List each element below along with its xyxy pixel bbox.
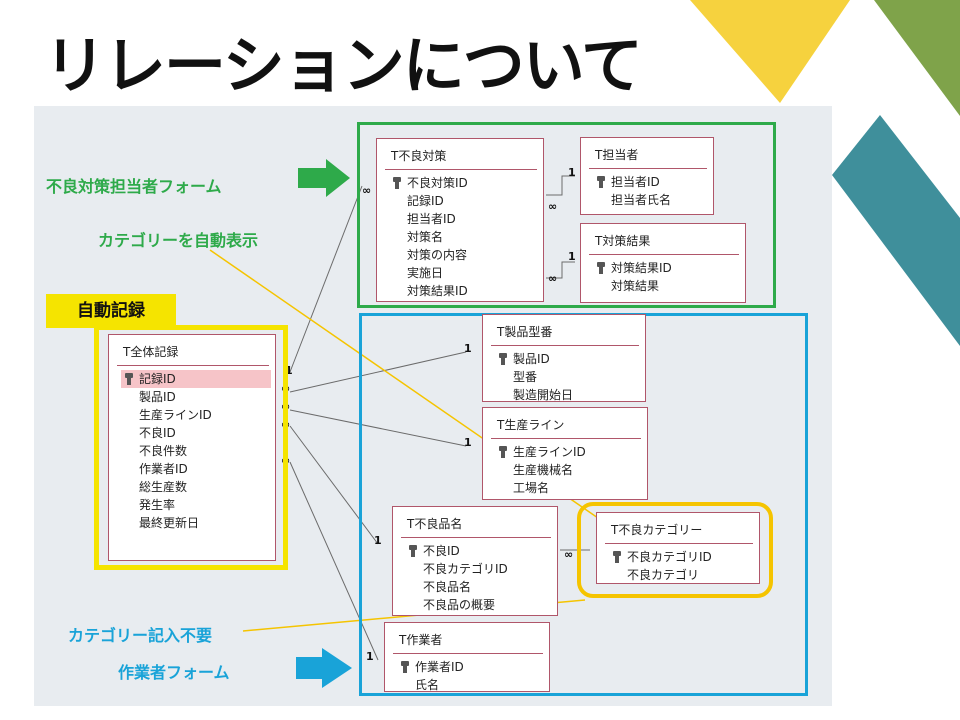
- field[interactable]: 総生産数: [139, 480, 188, 494]
- table-name: T対策結果: [595, 234, 651, 248]
- table-name: T担当者: [595, 148, 639, 162]
- primary-key-icon: [499, 446, 507, 458]
- field[interactable]: 型番: [513, 370, 538, 384]
- rel-product-line: [289, 351, 467, 393]
- rel-person-line: [546, 175, 575, 196]
- field[interactable]: 工場名: [513, 481, 550, 495]
- field[interactable]: 生産ラインID: [139, 408, 212, 422]
- primary-key-icon: [613, 551, 621, 563]
- field-measure-result-id[interactable]: 対策結果ID: [593, 259, 745, 277]
- primary-key-icon: [499, 353, 507, 365]
- table-all-record[interactable]: T全体記録 記録ID 製品ID 生産ラインID 不良ID 不良件数 作業者ID …: [108, 334, 276, 561]
- rel-defect-line: [289, 425, 379, 545]
- table-production-line[interactable]: T生産ライン 生産ラインID 生産機械名 工場名: [482, 407, 648, 500]
- field[interactable]: 不良カテゴリID: [423, 562, 508, 576]
- card-one-person: 1: [568, 166, 576, 179]
- teal-parallelogram-shape: [832, 115, 960, 346]
- field[interactable]: 不良品の概要: [423, 598, 496, 612]
- table-person[interactable]: T担当者 担当者ID 担当者氏名: [580, 137, 714, 215]
- field[interactable]: 生産機械名: [513, 463, 574, 477]
- form-worker-label: 作業者フォーム: [118, 663, 230, 682]
- field-person-id[interactable]: 担当者ID: [593, 173, 713, 191]
- card-one-product: 1: [464, 342, 472, 355]
- card-many-result: ∞: [548, 272, 558, 285]
- field[interactable]: 発生率: [139, 498, 176, 512]
- rel-line-line: [289, 409, 467, 447]
- corner-decoration: [690, 0, 960, 346]
- green-triangle-shape: [874, 0, 960, 116]
- field[interactable]: 対策の内容: [407, 248, 468, 262]
- rel-worker-line: [289, 461, 379, 661]
- table-product-model[interactable]: T製品型番 製品ID 型番 製造開始日: [482, 314, 646, 402]
- field-category-id[interactable]: 不良カテゴリID: [609, 548, 759, 566]
- table-measure-result[interactable]: T対策結果 対策結果ID 対策結果: [580, 223, 746, 303]
- card-one-worker: 1: [366, 650, 374, 663]
- yellow-record-frame: [94, 325, 288, 570]
- field[interactable]: 担当者ID: [407, 212, 456, 226]
- primary-key-icon: [393, 177, 401, 189]
- table-name: T不良対策: [391, 149, 447, 163]
- rel-record-measure-line: [289, 185, 363, 373]
- field-record-id[interactable]: 記録ID: [121, 370, 271, 388]
- rel-result-line: [546, 261, 575, 279]
- page-title: リレーションについて: [44, 29, 643, 102]
- primary-key-icon: [125, 373, 133, 385]
- field[interactable]: 対策名: [407, 230, 444, 244]
- field[interactable]: 実施日: [407, 266, 444, 280]
- primary-key-icon: [409, 545, 417, 557]
- field[interactable]: 最終更新日: [139, 516, 200, 530]
- card-many-person: ∞: [548, 200, 558, 213]
- auto-record-label: 自動記録: [46, 294, 176, 328]
- table-name: T製品型番: [497, 325, 553, 339]
- green-group-frame: [357, 122, 776, 308]
- field[interactable]: 対策結果ID: [407, 284, 468, 298]
- green-arrow-icon: [298, 159, 350, 197]
- table-name: T不良品名: [407, 517, 463, 531]
- table-defect-name[interactable]: T不良品名 不良ID 不良カテゴリID 不良品名 不良品の概要: [392, 506, 558, 616]
- primary-key-icon: [401, 661, 409, 673]
- form-defect-label: 不良対策担当者フォーム: [46, 177, 222, 196]
- field[interactable]: 不良ID: [139, 426, 176, 440]
- field[interactable]: 不良品名: [423, 580, 472, 594]
- card-one-result: 1: [568, 250, 576, 263]
- card-one-defect: 1: [374, 534, 382, 547]
- table-worker[interactable]: T作業者 作業者ID 氏名: [384, 622, 550, 692]
- field[interactable]: 氏名: [415, 678, 440, 692]
- card-one-record: 1: [285, 364, 293, 377]
- primary-key-icon: [597, 176, 605, 188]
- table-defect-category[interactable]: T不良カテゴリー 不良カテゴリID 不良カテゴリ: [596, 512, 760, 584]
- field[interactable]: 対策結果: [611, 279, 660, 293]
- field-defect-measure-id[interactable]: 不良対策ID: [389, 174, 543, 192]
- field[interactable]: 製品ID: [139, 390, 176, 404]
- yellow-category-frame: [577, 502, 773, 598]
- field[interactable]: 担当者氏名: [611, 193, 672, 207]
- field[interactable]: 不良カテゴリ: [627, 568, 700, 582]
- field[interactable]: 作業者ID: [139, 462, 188, 476]
- field[interactable]: 製造開始日: [513, 388, 574, 402]
- field[interactable]: 不良件数: [139, 444, 188, 458]
- field-line-id[interactable]: 生産ラインID: [495, 443, 647, 461]
- field-worker-id[interactable]: 作業者ID: [397, 658, 549, 676]
- card-many-category: ∞: [564, 548, 574, 561]
- field-product-id[interactable]: 製品ID: [495, 350, 645, 368]
- card-one-line: 1: [464, 436, 472, 449]
- auto-category-label: カテゴリーを自動表示: [98, 231, 259, 250]
- primary-key-icon: [597, 262, 605, 274]
- table-name: T全体記録: [123, 345, 179, 359]
- field[interactable]: 記録ID: [407, 194, 444, 208]
- no-category-label: カテゴリー記入不要: [68, 626, 213, 645]
- field-defect-id[interactable]: 不良ID: [405, 542, 557, 560]
- table-defect-measure[interactable]: T不良対策 不良対策ID 記録ID 担当者ID 対策名 対策の内容 実施日 対策…: [376, 138, 544, 302]
- card-many-measure: ∞: [362, 184, 372, 197]
- table-name: T作業者: [399, 633, 443, 647]
- blue-arrow-icon: [296, 648, 352, 688]
- table-name: T生産ライン: [497, 418, 565, 432]
- table-name: T不良カテゴリー: [611, 523, 703, 537]
- yellow-triangle-shape: [690, 0, 850, 103]
